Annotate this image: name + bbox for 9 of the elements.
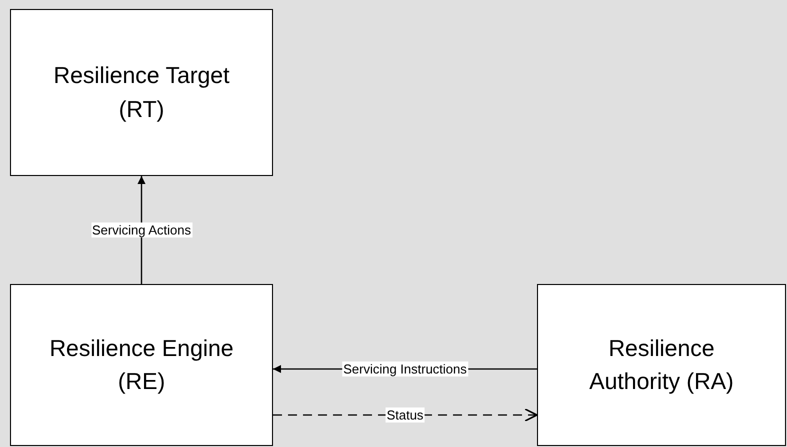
edge-label: Servicing Instructions xyxy=(342,362,468,376)
process-box xyxy=(10,9,273,176)
edge-label: Status xyxy=(386,408,424,422)
node-label: Resilience Engine (RE) xyxy=(48,334,235,396)
process-box xyxy=(537,284,786,446)
node-label: Resilience Authority (RA) xyxy=(588,334,735,396)
node-label: Resilience Target (RT) xyxy=(52,61,230,124)
process-box xyxy=(10,284,273,446)
edge-label: Servicing Actions xyxy=(91,222,192,238)
